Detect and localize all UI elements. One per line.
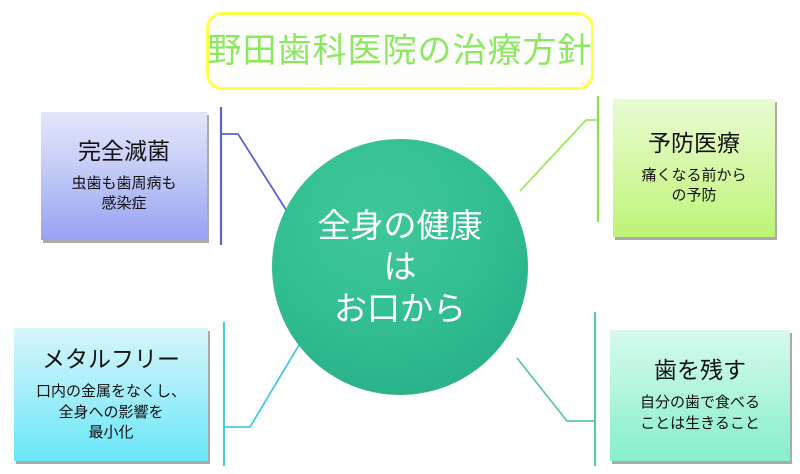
box-metalfree: メタルフリー 口内の金属をなくし、 全身への影響を 最小化 <box>14 328 208 461</box>
box-sterilization-desc-line-2: 感染症 <box>101 194 147 213</box>
box-metalfree-title: メタルフリー <box>42 346 180 373</box>
box-keepteeth: 歯を残す 自分の歯で食べる ことは生きること <box>610 330 790 461</box>
box-sterilization-desc-line-1: 虫歯も歯周病も <box>71 173 177 192</box>
center-circle: 全身の健康 は お口から <box>272 139 528 395</box>
box-prevention-desc-line-2: の予防 <box>671 186 717 205</box>
box-prevention-title: 予防医療 <box>648 130 740 157</box>
box-sterilization-title: 完全滅菌 <box>78 138 170 165</box>
box-sterilization-description: 虫歯も歯周病も 感染症 <box>71 173 176 214</box>
connector-metalfree <box>222 322 300 466</box>
connector-prevention <box>519 96 600 222</box>
box-keepteeth-desc-line-1: 自分の歯で食べる <box>639 393 760 412</box>
box-metalfree-desc-line-1: 口内の金属をなくし、 <box>35 382 186 401</box>
connector-keepteeth <box>516 312 597 466</box>
box-metalfree-desc-line-2: 全身への影響を <box>58 402 164 421</box>
box-prevention-desc-line-1: 痛くなる前から <box>641 165 747 184</box>
box-keepteeth-title: 歯を残す <box>654 358 746 385</box>
page-title: 野田歯科医院の治療方針 <box>207 31 593 71</box>
box-metalfree-description: 口内の金属をなくし、 全身への影響を 最小化 <box>36 381 186 442</box>
box-prevention: 予防医療 痛くなる前から の予防 <box>613 99 775 237</box>
box-sterilization: 完全滅菌 虫歯も歯周病も 感染症 <box>41 112 207 240</box>
center-line-1: 全身の健康 <box>317 206 483 246</box>
box-keepteeth-desc-line-2: ことは生きること <box>640 413 760 432</box>
center-line-3: お口から <box>334 288 466 328</box>
box-metalfree-desc-line-3: 最小化 <box>88 422 134 441</box>
box-keepteeth-description: 自分の歯で食べる ことは生きること <box>640 392 760 433</box>
center-line-2: は <box>383 247 417 287</box>
title-banner: 野田歯科医院の治療方針 <box>206 12 594 90</box>
box-prevention-description: 痛くなる前から の予防 <box>641 165 746 206</box>
